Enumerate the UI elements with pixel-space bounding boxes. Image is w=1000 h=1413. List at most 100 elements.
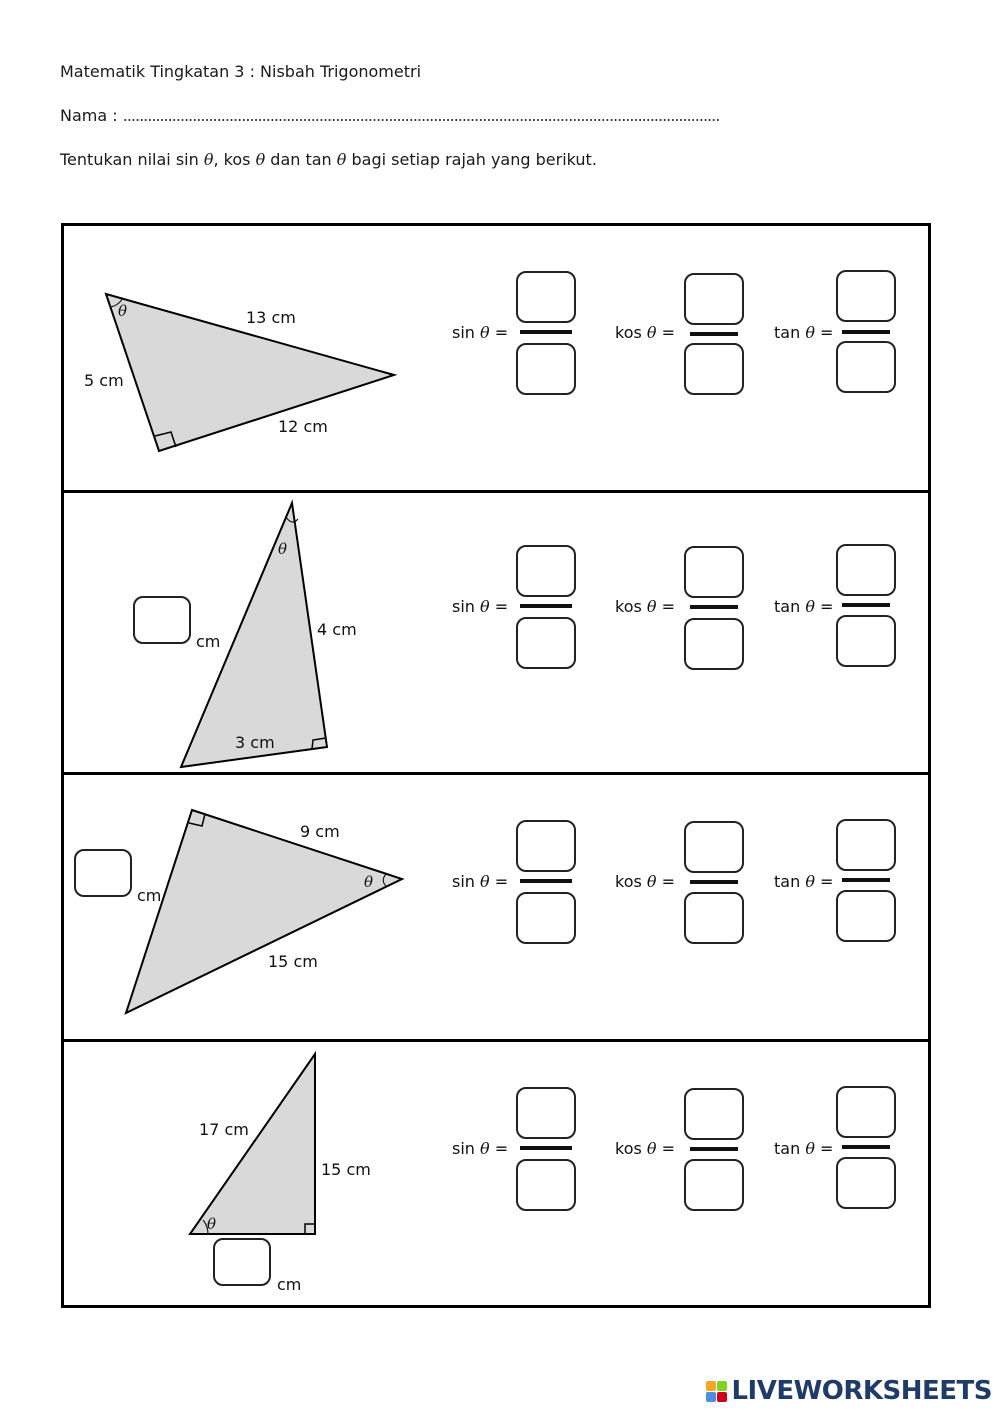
theta-label: θ <box>118 302 127 320</box>
angle-arc <box>285 516 299 523</box>
angle-arc <box>202 1219 209 1235</box>
right-angle-mark <box>304 1223 315 1234</box>
angle-arc <box>382 873 388 888</box>
kos-label: kos θ = <box>615 872 676 891</box>
side-label: 4 cm <box>317 620 357 639</box>
tan-numerator-input[interactable] <box>836 544 896 596</box>
sin-label: sin θ = <box>452 872 509 891</box>
tan-denominator-input[interactable] <box>836 615 896 667</box>
unit-label: cm <box>277 1275 302 1294</box>
instruction-theta: θ <box>255 150 266 169</box>
sin-denominator-input[interactable] <box>516 1159 576 1211</box>
liveworksheets-logo: LIVEWORKSHEETS <box>706 1376 992 1406</box>
side-label: 17 cm <box>199 1120 249 1139</box>
kos-label: kos θ = <box>615 597 676 616</box>
sin-denominator-input[interactable] <box>516 617 576 669</box>
fraction-bar <box>520 604 572 608</box>
side-label: 13 cm <box>246 308 296 327</box>
triangle-shape <box>104 292 398 453</box>
fraction-bar <box>520 1146 572 1150</box>
tan-denominator-input[interactable] <box>836 341 896 393</box>
kos-numerator-input[interactable] <box>684 1088 744 1140</box>
triangle-diagram-3: θ 9 cm 15 cm <box>124 808 405 1015</box>
unit-label: cm <box>137 886 162 905</box>
fraction-bar <box>842 603 890 607</box>
fraction-bar <box>842 330 890 334</box>
kos-denominator-input[interactable] <box>684 892 744 944</box>
triangle-diagram-2: θ 4 cm 3 cm <box>179 499 357 769</box>
fraction-bar <box>520 330 572 334</box>
fraction-bar <box>690 880 738 884</box>
sin-label: sin θ = <box>452 1139 509 1158</box>
sin-numerator-input[interactable] <box>516 271 576 323</box>
triangle-shape <box>124 808 405 1015</box>
right-angle-mark <box>188 813 206 827</box>
question-panel-1: θ 13 cm 5 cm 12 cm sin θ = kos θ = tan θ… <box>61 223 931 493</box>
instruction-theta: θ <box>203 150 214 169</box>
instruction-theta: θ <box>336 150 347 169</box>
tan-numerator-input[interactable] <box>836 270 896 322</box>
fraction-bar <box>520 879 572 883</box>
tan-denominator-input[interactable] <box>836 890 896 942</box>
question-panel-3: θ 9 cm 15 cm cm sin θ = kos θ = tan θ = <box>61 772 931 1042</box>
kos-numerator-input[interactable] <box>684 273 744 325</box>
theta-label: θ <box>278 540 287 558</box>
triangle-diagram-4: θ 17 cm 15 cm <box>188 1050 371 1235</box>
triangle-diagram-1: θ 13 cm 5 cm 12 cm <box>84 292 398 453</box>
side-label: 15 cm <box>268 952 318 971</box>
angle-arc <box>109 297 124 308</box>
kos-denominator-input[interactable] <box>684 343 744 395</box>
side-length-input[interactable] <box>213 1238 271 1286</box>
instruction-part: bagi setiap rajah yang berikut. <box>346 150 597 169</box>
side-label: 3 cm <box>235 733 275 752</box>
sin-denominator-input[interactable] <box>516 892 576 944</box>
sin-numerator-input[interactable] <box>516 545 576 597</box>
tan-denominator-input[interactable] <box>836 1157 896 1209</box>
tan-numerator-input[interactable] <box>836 1086 896 1138</box>
side-label: 9 cm <box>300 822 340 841</box>
tan-label: tan θ = <box>774 872 834 891</box>
name-dotted-line: ........................................… <box>122 106 720 125</box>
fraction-bar <box>690 1147 738 1151</box>
sin-label: sin θ = <box>452 323 509 342</box>
worksheet-title: Matematik Tingkatan 3 : Nisbah Trigonome… <box>60 62 422 81</box>
logo-square <box>706 1380 717 1391</box>
instruction-text: Tentukan nilai sin θ, kos θ dan tan θ ba… <box>60 150 597 169</box>
kos-label: kos θ = <box>615 1139 676 1158</box>
triangle-shape <box>179 499 329 769</box>
sin-denominator-input[interactable] <box>516 343 576 395</box>
fraction-bar <box>842 1145 890 1149</box>
triangle-shape <box>188 1050 316 1235</box>
instruction-part: , kos <box>213 150 256 169</box>
side-length-input[interactable] <box>74 849 132 897</box>
logo-text: LIVEWORKSHEETS <box>731 1376 992 1406</box>
question-panel-2: θ 4 cm 3 cm cm sin θ = kos θ = tan θ = <box>61 490 931 775</box>
sin-numerator-input[interactable] <box>516 1087 576 1139</box>
theta-label: θ <box>364 873 373 891</box>
side-length-input[interactable] <box>133 596 191 644</box>
name-line: Nama : .................................… <box>60 106 720 125</box>
fraction-bar <box>690 605 738 609</box>
sin-numerator-input[interactable] <box>516 820 576 872</box>
fraction-bar <box>842 878 890 882</box>
kos-numerator-input[interactable] <box>684 546 744 598</box>
theta-label: θ <box>207 1215 216 1233</box>
fraction-bar <box>690 332 738 336</box>
logo-squares-icon <box>706 1380 728 1402</box>
name-label: Nama : <box>60 106 118 125</box>
kos-denominator-input[interactable] <box>684 618 744 670</box>
tan-numerator-input[interactable] <box>836 819 896 871</box>
side-label: 12 cm <box>278 417 328 436</box>
instruction-part: Tentukan nilai sin <box>60 150 204 169</box>
logo-square <box>717 1380 728 1391</box>
logo-square <box>706 1391 717 1402</box>
logo-square <box>717 1391 728 1402</box>
kos-denominator-input[interactable] <box>684 1159 744 1211</box>
kos-label: kos θ = <box>615 323 676 342</box>
tan-label: tan θ = <box>774 323 834 342</box>
tan-label: tan θ = <box>774 1139 834 1158</box>
side-label: 15 cm <box>321 1160 371 1179</box>
question-panel-4: θ 17 cm 15 cm cm sin θ = kos θ = tan θ = <box>61 1039 931 1308</box>
kos-numerator-input[interactable] <box>684 821 744 873</box>
unit-label: cm <box>196 632 221 651</box>
